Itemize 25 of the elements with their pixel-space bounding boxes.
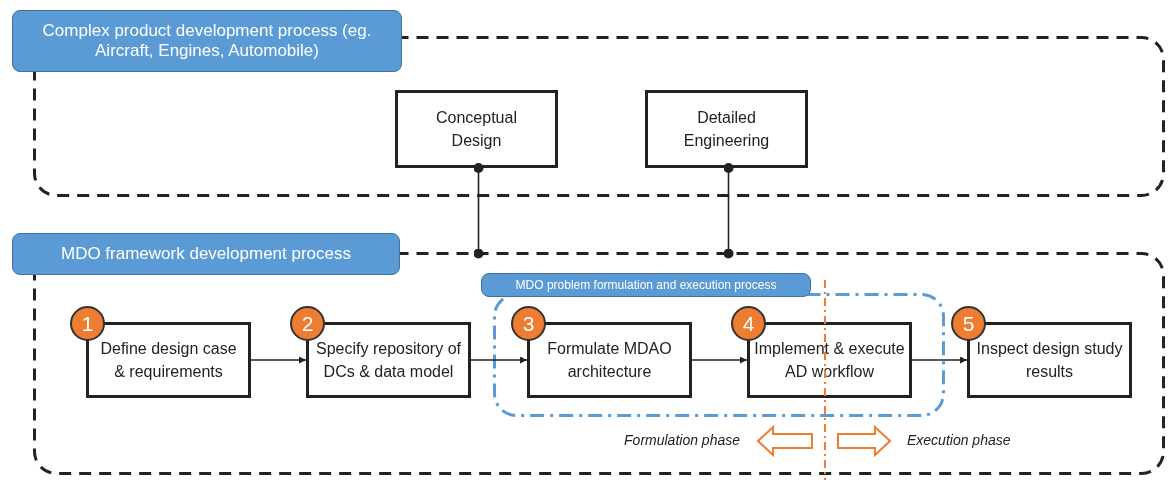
step-number-badge: 3 bbox=[511, 306, 546, 341]
process-box bbox=[395, 90, 558, 168]
phase-label: Execution phase bbox=[907, 432, 1011, 448]
box-text: Implement & execute AD workflow bbox=[753, 338, 906, 382]
box-text: Detailed Engineering bbox=[682, 107, 771, 151]
box-text: Specify repository of DCs & data model bbox=[315, 338, 462, 382]
connector-line bbox=[473, 163, 484, 259]
arrow bbox=[250, 356, 307, 364]
step-number-badge: 1 bbox=[70, 306, 105, 341]
box-text: Inspect design study results bbox=[975, 338, 1124, 382]
region-heading: Complex product development process (eg. Aircraft, Engines, Automobile) bbox=[12, 10, 402, 72]
region-heading: MDO problem formulation and execution process bbox=[481, 273, 811, 297]
step-number-badge: 2 bbox=[290, 306, 325, 341]
box-text: Conceptual Design bbox=[435, 107, 518, 151]
process-box bbox=[645, 90, 808, 168]
connector-line bbox=[723, 163, 734, 259]
arrow bbox=[470, 356, 528, 364]
arrow bbox=[911, 356, 968, 364]
box-text: Define design case & requirements bbox=[99, 338, 238, 382]
phase-label: Formulation phase bbox=[624, 432, 740, 448]
region-heading: MDO framework development process bbox=[12, 233, 400, 275]
arrow bbox=[691, 356, 748, 364]
step-number-badge: 5 bbox=[951, 306, 986, 341]
box-text: Formulate MDAO architecture bbox=[546, 338, 673, 382]
step-number-badge: 4 bbox=[731, 306, 766, 341]
